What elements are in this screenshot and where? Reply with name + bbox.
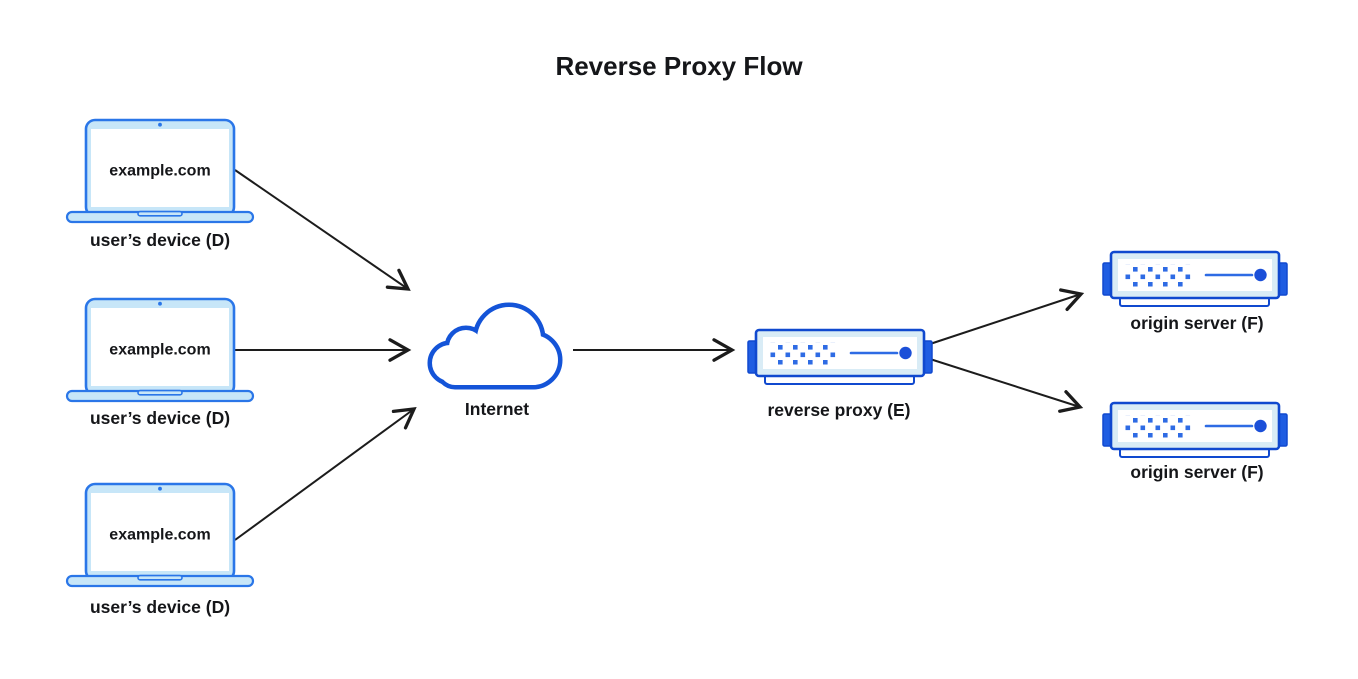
user-device-node-1: example.com user’s device (D) [65,118,255,250]
user-device-node-3: example.com user’s device (D) [65,482,255,617]
device-screen-text: example.com [109,527,210,544]
internet-node: Internet [427,302,563,419]
cloud-icon [427,302,563,390]
origin-server-node-2: origin server (F) [1101,401,1289,482]
arrow-device3-to-internet [234,407,417,541]
device-screen-text: example.com [109,163,210,180]
arrow-proxy-to-origin2 [929,358,1084,413]
server-icon [1101,250,1289,308]
device-screen-text: example.com [109,342,210,359]
proxy-label: reverse proxy (E) [768,400,911,420]
internet-label: Internet [465,399,529,419]
device-label: user’s device (D) [90,408,230,428]
origin-server-node-1: origin server (F) [1101,250,1289,333]
origin-label: origin server (F) [1130,462,1263,482]
arrow-device1-to-internet [234,169,411,291]
reverse-proxy-node: reverse proxy (E) [746,328,934,420]
page-title: Reverse Proxy Flow [555,51,803,81]
origin-label: origin server (F) [1130,313,1263,333]
server-icon [746,328,934,386]
server-icon [1101,401,1289,459]
connector-arrows [233,169,1085,541]
device-label: user’s device (D) [90,597,230,617]
arrow-proxy-to-origin1 [929,288,1085,345]
device-label: user’s device (D) [90,230,230,250]
user-device-node-2: example.com user’s device (D) [65,297,255,428]
